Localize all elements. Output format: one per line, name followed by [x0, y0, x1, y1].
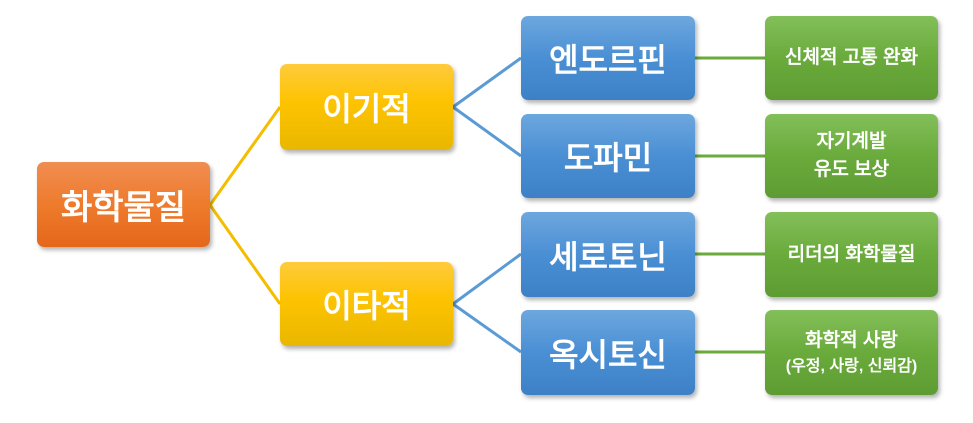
chemical-node-dopamine: 도파민 [521, 114, 695, 198]
category-node-altruistic: 이타적 [280, 262, 453, 346]
effect-label: 화학적 사랑 [805, 330, 898, 352]
connector-altruistic-serotonin [452, 252, 522, 306]
chemical-node-endorphin: 엔도르핀 [521, 16, 695, 100]
category-label: 이기적 [322, 91, 411, 127]
chemical-node-oxytocin: 옥시토신 [521, 310, 695, 395]
effect-label: 신체적 고통 완화 [785, 47, 918, 69]
chemical-label: 세로토닌 [549, 238, 667, 275]
connector-selfish-dopamine [452, 105, 522, 158]
connector-altruistic-oxytocin [452, 302, 522, 354]
effect-node-endorphin: 신체적 고통 완화 [765, 16, 938, 100]
root-label: 화학물질 [60, 189, 187, 227]
chemical-label: 엔도르핀 [549, 42, 667, 78]
effect-label: 유도 보상 [813, 159, 890, 180]
effect-node-serotonin: 리더의 화학물질 [765, 212, 938, 297]
effect-sublabel: (우정, 사랑, 신뢰감) [785, 357, 918, 375]
chemical-label: 옥시토신 [549, 336, 667, 373]
effect-label: 자기계발 [816, 131, 887, 153]
connector-root-selfish [208, 106, 282, 206]
effect-label: 리더의 화학물질 [787, 243, 916, 265]
connector-root-altruistic [208, 204, 282, 305]
chemical-node-serotonin: 세로토닌 [521, 212, 695, 297]
connector-selfish-endorphin [452, 56, 522, 109]
root-node: 화학물질 [37, 162, 210, 247]
chemical-label: 도파민 [563, 140, 653, 176]
category-label: 이타적 [322, 288, 411, 324]
category-node-selfish: 이기적 [280, 64, 453, 150]
effect-node-oxytocin: 화학적 사랑 (우정, 사랑, 신뢰감) [765, 310, 938, 395]
